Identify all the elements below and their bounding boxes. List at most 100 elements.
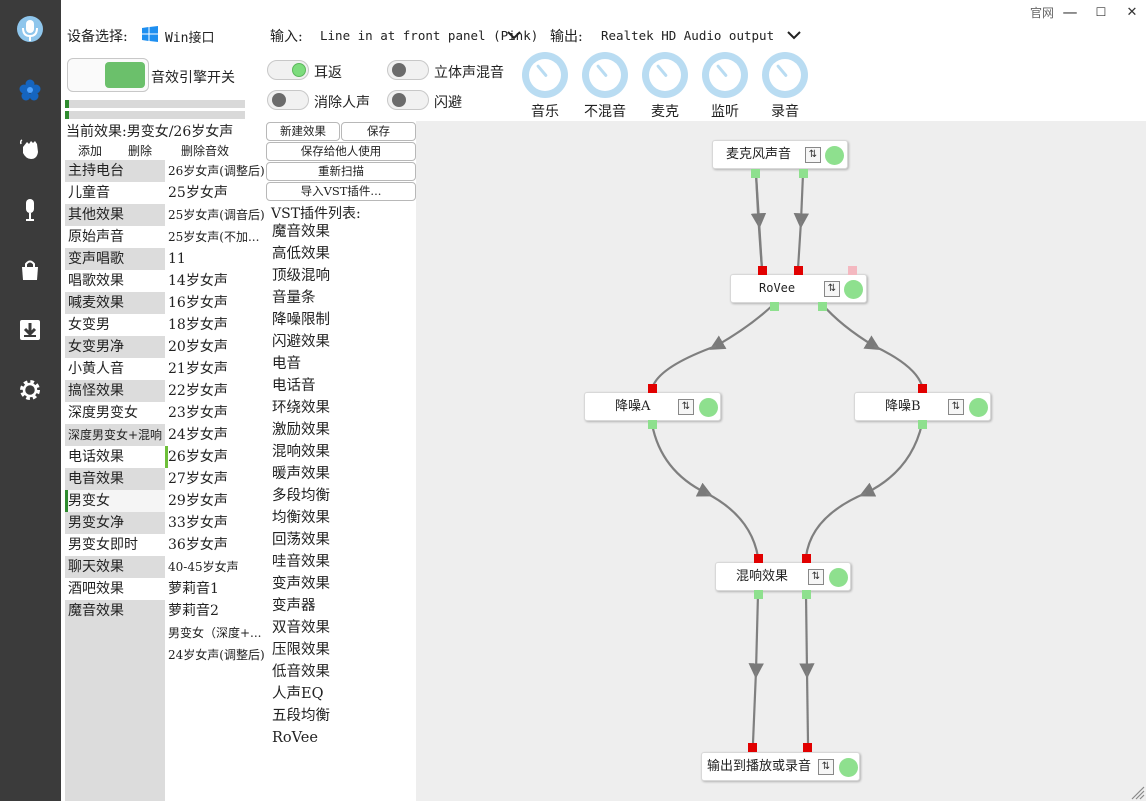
effect-preset-item[interactable]: 27岁女声 <box>165 468 265 490</box>
port-reverb-out-2[interactable] <box>802 590 811 599</box>
effect-category-item[interactable]: 主持电台 <box>65 160 165 182</box>
effect-graph-canvas[interactable]: 麦克风声音 ⇅ RoVee ⇅ 降噪A ⇅ 降噪B ⇅ 混响效果 ⇅ 输出到播放 <box>416 121 1146 801</box>
vst-plugin-item[interactable]: 激励效果 <box>272 422 330 438</box>
effect-preset-item[interactable]: 24岁女声(调整后) <box>165 644 265 666</box>
effect-preset-item[interactable]: 萝莉音1 <box>165 578 265 600</box>
output-select[interactable]: Realtek HD Audio output <box>601 28 775 43</box>
port-reverb-in-2[interactable] <box>802 554 811 563</box>
effect-preset-item[interactable]: 21岁女声 <box>165 358 265 380</box>
effect-preset-item[interactable]: 25岁女声(不加... <box>165 226 265 248</box>
save-for-others-button[interactable]: 保存给他人使用 <box>266 142 416 161</box>
effect-preset-item[interactable]: 16岁女声 <box>165 292 265 314</box>
vst-plugin-item[interactable]: 人声EQ <box>272 686 324 702</box>
effect-preset-item[interactable]: 25岁女声 <box>165 182 265 204</box>
node-denoise-b-settings-icon[interactable]: ⇅ <box>948 399 964 415</box>
mic-logo-icon[interactable] <box>14 14 46 46</box>
close-button[interactable]: ✕ <box>1126 4 1138 20</box>
new-effect-button[interactable]: 新建效果 <box>266 122 340 141</box>
monitor-volume-dial[interactable] <box>702 52 748 98</box>
mic-volume-dial[interactable] <box>642 52 688 98</box>
vocal-remove-toggle[interactable] <box>267 90 309 110</box>
save-button[interactable]: 保存 <box>341 122 416 141</box>
port-output-in-2[interactable] <box>803 743 812 752</box>
vst-plugin-item[interactable]: 高低效果 <box>272 246 330 262</box>
node-rovee-power-button[interactable] <box>844 280 863 299</box>
effect-preset-item[interactable]: 24岁女声 <box>165 424 265 446</box>
vst-plugin-item[interactable]: 回荡效果 <box>272 532 330 548</box>
vst-plugin-item[interactable]: 压限效果 <box>272 642 330 658</box>
vst-plugin-item[interactable]: 暖声效果 <box>272 466 330 482</box>
flower-icon[interactable] <box>14 74 46 106</box>
port-rovee-sidechain[interactable] <box>848 266 857 275</box>
node-reverb-settings-icon[interactable]: ⇅ <box>808 569 824 585</box>
vst-plugin-item[interactable]: 电音 <box>272 356 301 372</box>
official-site-link[interactable]: 官网 <box>1030 6 1055 20</box>
node-rovee[interactable]: RoVee ⇅ <box>730 274 867 303</box>
effect-category-item[interactable]: 喊麦效果 <box>65 292 165 314</box>
port-reverb-in-1[interactable] <box>754 554 763 563</box>
port-denoise-a-out[interactable] <box>648 420 657 429</box>
effect-preset-item[interactable]: 33岁女声 <box>165 512 265 534</box>
ear-return-toggle[interactable] <box>267 60 309 80</box>
settings-icon[interactable] <box>14 374 46 406</box>
vst-plugin-item[interactable]: 双音效果 <box>272 620 330 636</box>
port-rovee-out-2[interactable] <box>818 302 827 311</box>
port-mic-out-1[interactable] <box>751 169 760 178</box>
device-select[interactable]: Win接口 <box>165 31 215 46</box>
effect-category-item[interactable]: 原始声音 <box>65 226 165 248</box>
stereo-mix-toggle[interactable] <box>387 60 429 80</box>
vst-plugin-item[interactable]: 多段均衡 <box>272 488 330 504</box>
port-rovee-in-1[interactable] <box>758 266 767 275</box>
engine-switch[interactable] <box>67 58 149 92</box>
microphone-icon[interactable] <box>14 194 46 226</box>
vst-plugin-item[interactable]: 均衡效果 <box>272 510 330 526</box>
effect-category-item[interactable]: 电音效果 <box>65 468 165 490</box>
effect-preset-item[interactable]: 25岁女声(调音后) <box>165 204 265 226</box>
effect-category-item[interactable]: 女变男净 <box>65 336 165 358</box>
node-denoise-a-settings-icon[interactable]: ⇅ <box>678 399 694 415</box>
vst-plugin-item[interactable]: 电话音 <box>272 378 316 394</box>
effect-category-item[interactable]: 搞怪效果 <box>65 380 165 402</box>
effect-category-item[interactable]: 女变男 <box>65 314 165 336</box>
effect-category-item[interactable]: 男变女 <box>65 490 165 512</box>
import-vst-button[interactable]: 导入VST插件... <box>266 182 416 201</box>
port-reverb-out-1[interactable] <box>754 590 763 599</box>
vst-plugin-item[interactable]: 五段均衡 <box>272 708 330 724</box>
effect-category-item[interactable]: 深度男变女+混响 <box>65 424 165 446</box>
port-rovee-in-2[interactable] <box>794 266 803 275</box>
node-reverb-power-button[interactable] <box>829 568 848 587</box>
port-mic-out-2[interactable] <box>799 169 808 178</box>
music-volume-dial[interactable] <box>522 52 568 98</box>
effect-preset-item[interactable]: 40-45岁女声 <box>165 556 265 578</box>
effect-preset-item[interactable]: 26岁女声(调整后) <box>165 160 265 182</box>
vst-plugin-item[interactable]: 低音效果 <box>272 664 330 680</box>
download-icon[interactable] <box>14 314 46 346</box>
effect-preset-item[interactable]: 23岁女声 <box>165 402 265 424</box>
effect-category-item[interactable]: 其他效果 <box>65 204 165 226</box>
effect-category-item[interactable]: 电话效果 <box>65 446 165 468</box>
vst-plugin-item[interactable]: 降噪限制 <box>272 312 330 328</box>
vst-plugin-item[interactable]: 环绕效果 <box>272 400 330 416</box>
effect-category-item[interactable]: 小黄人音 <box>65 358 165 380</box>
effect-preset-item[interactable]: 22岁女声 <box>165 380 265 402</box>
node-output[interactable]: 输出到播放或录音 ⇅ <box>701 752 860 781</box>
rescan-button[interactable]: 重新扫描 <box>266 162 416 181</box>
node-output-settings-icon[interactable]: ⇅ <box>818 759 834 775</box>
vst-plugin-item[interactable]: RoVee <box>272 730 318 746</box>
node-mic-power-button[interactable] <box>825 146 844 165</box>
node-reverb[interactable]: 混响效果 ⇅ <box>715 562 851 591</box>
port-denoise-a-in[interactable] <box>648 384 657 393</box>
input-select[interactable]: Line in at front panel (Pink) <box>320 28 539 43</box>
node-output-power-button[interactable] <box>839 758 858 777</box>
node-mic-input[interactable]: 麦克风声音 ⇅ <box>712 140 848 169</box>
effect-preset-item[interactable]: 18岁女声 <box>165 314 265 336</box>
effect-category-item[interactable]: 男变女即时 <box>65 534 165 556</box>
vst-plugin-item[interactable]: 变声器 <box>272 598 316 614</box>
port-denoise-b-out[interactable] <box>918 420 927 429</box>
hand-icon[interactable] <box>14 134 46 166</box>
output-chevron-down-icon[interactable] <box>786 28 802 46</box>
effect-preset-item[interactable]: 36岁女声 <box>165 534 265 556</box>
vst-plugin-item[interactable]: 混响效果 <box>272 444 330 460</box>
effect-preset-item[interactable]: 20岁女声 <box>165 336 265 358</box>
port-denoise-b-in[interactable] <box>918 384 927 393</box>
